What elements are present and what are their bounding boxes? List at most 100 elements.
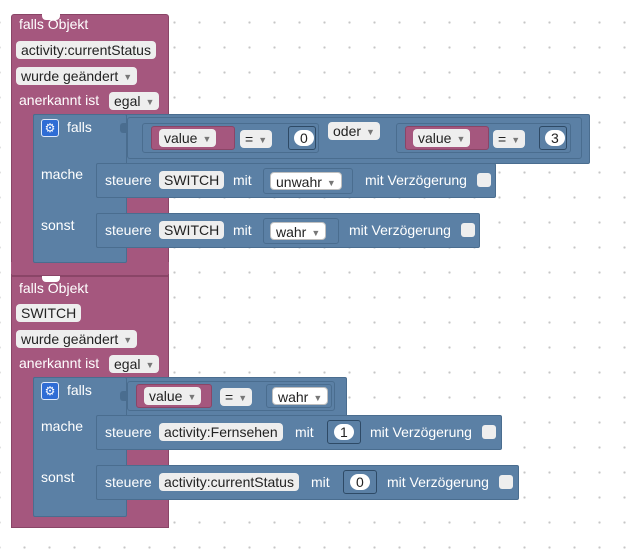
operator-dropdown[interactable]: =▼ (240, 130, 273, 148)
number-field[interactable]: 3 (545, 130, 565, 146)
chevron-down-icon: ▼ (202, 134, 212, 144)
value-dropdown[interactable]: value▼ (159, 129, 217, 147)
block-notch (42, 276, 60, 282)
ack-label: anerkannt ist (19, 355, 100, 371)
steuere-label: steuere (105, 424, 152, 440)
trigger-dropdown[interactable]: wurde geändert ▼ (16, 67, 138, 85)
trigger-dropdown[interactable]: wurde geändert ▼ (16, 330, 138, 348)
delay-label: mit Verzögerung (349, 222, 451, 238)
chevron-down-icon: ▼ (456, 134, 466, 144)
delay-checkbox[interactable] (477, 173, 491, 187)
operator-dropdown[interactable]: =▼ (220, 388, 253, 406)
control-block-else[interactable]: steuere SWITCH mit wahr▼ mit Verzögerung (96, 213, 480, 248)
control-block-then[interactable]: steuere SWITCH mit unwahr ▼ mit Verzögeru… (96, 163, 496, 198)
boolean-dropdown-label: unwahr (276, 174, 322, 190)
target-field[interactable]: SWITCH (159, 171, 225, 189)
input-connector (120, 123, 126, 133)
gear-icon[interactable]: ⚙ (41, 119, 59, 137)
number-block[interactable]: 0 (343, 470, 377, 494)
value-dropdown[interactable]: value ▼ (413, 129, 471, 147)
falls-objekt-label: falls Objekt (19, 16, 89, 32)
chevron-down-icon: ▼ (145, 360, 155, 370)
delay-checkbox[interactable] (461, 223, 475, 237)
boolean-dropdown[interactable]: wahr▼ (270, 222, 327, 240)
steuere-label: steuere (105, 172, 152, 188)
ack-dropdown[interactable]: egal ▼ (109, 355, 160, 373)
falls-objekt-label: falls Objekt (19, 280, 89, 296)
trigger-dropdown-label: wurde geändert (21, 68, 119, 84)
value-block[interactable]: value ▼ (405, 126, 489, 150)
value-dropdown-label: value (149, 388, 183, 404)
delay-label: mit Verzögerung (365, 172, 467, 188)
delay-checkbox[interactable] (482, 425, 496, 439)
trigger-dropdown-label: wurde geändert (21, 331, 119, 347)
boolean-dropdown-label: wahr (276, 224, 307, 240)
mit-label: mit (295, 424, 314, 440)
value-dropdown[interactable]: value ▼ (144, 387, 202, 405)
number-field[interactable]: 0 (350, 474, 370, 490)
target-field[interactable]: activity:Fernsehen (159, 423, 283, 441)
falls-label: falls (67, 382, 92, 398)
steuere-label: steuere (105, 222, 152, 238)
ack-dropdown-label: egal (114, 93, 141, 109)
logic-operator-label: oder (333, 123, 362, 139)
or-block[interactable]: value▼ =▼ 0 oder▼ value▼ =▼ 3 (127, 117, 582, 159)
chevron-down-icon: ▼ (123, 72, 133, 82)
target-field[interactable]: activity:currentStatus (159, 473, 299, 491)
number-block[interactable]: 0 (288, 126, 316, 150)
control-block-then[interactable]: steuere activity:Fernsehen mit 1 mit Ver… (96, 415, 502, 450)
steuere-label: steuere (105, 474, 152, 490)
operator-dropdown[interactable]: =▼ (493, 130, 526, 148)
mit-label: mit (233, 222, 252, 238)
chevron-down-icon: ▼ (187, 392, 197, 402)
chevron-down-icon: ▼ (366, 127, 375, 137)
ack-dropdown[interactable]: egal ▼ (109, 92, 160, 110)
sonst-label: sonst (41, 469, 75, 485)
value-block[interactable]: value ▼ (136, 384, 212, 408)
mache-label: mache (41, 418, 84, 434)
chevron-down-icon: ▼ (313, 393, 323, 403)
operator-label: = (245, 131, 254, 147)
chevron-down-icon: ▼ (123, 335, 133, 345)
number-block[interactable]: 1 (327, 420, 361, 444)
boolean-block[interactable]: unwahr ▼ (263, 168, 353, 194)
boolean-block[interactable]: wahr ▼ (266, 384, 332, 408)
ack-dropdown-label: egal (114, 356, 141, 372)
control-block-else[interactable]: steuere activity:currentStatus mit 0 mit… (96, 465, 519, 500)
number-block[interactable]: 3 (539, 126, 567, 150)
object-field[interactable]: activity:currentStatus (16, 41, 156, 59)
target-field[interactable]: SWITCH (159, 221, 225, 239)
operator-label: = (498, 131, 507, 147)
boolean-block[interactable]: wahr▼ (263, 218, 339, 244)
number-field[interactable]: 0 (294, 130, 314, 146)
chevron-down-icon: ▼ (258, 135, 268, 145)
logic-operator-dropdown[interactable]: oder ▼ (328, 122, 380, 140)
delay-label: mit Verzögerung (387, 474, 489, 490)
compare-block-right[interactable]: value ▼ =▼ 3 (396, 123, 571, 153)
mit-label: mit (233, 172, 252, 188)
gear-icon[interactable]: ⚙ (41, 382, 59, 400)
mit-label: mit (311, 474, 330, 490)
delay-checkbox[interactable] (499, 475, 513, 489)
sonst-label: sonst (41, 217, 75, 233)
mache-label: mache (41, 166, 84, 182)
ack-label: anerkannt ist (19, 92, 100, 108)
number-field[interactable]: 1 (334, 424, 354, 440)
chevron-down-icon: ▼ (145, 97, 155, 107)
compare-block[interactable]: value▼ =▼ wahr▼ (127, 381, 335, 411)
event-block-1-footer (11, 262, 169, 274)
boolean-dropdown[interactable]: wahr ▼ (272, 387, 329, 405)
compare-block-left[interactable]: value▼ =▼ 0 (142, 123, 319, 153)
delay-label: mit Verzögerung (370, 424, 472, 440)
block-notch (42, 14, 60, 20)
boolean-dropdown-label: wahr (278, 389, 309, 405)
falls-label: falls (67, 119, 92, 135)
boolean-dropdown[interactable]: unwahr ▼ (270, 172, 342, 190)
value-dropdown-label: value (418, 130, 452, 146)
value-block[interactable]: value▼ (151, 126, 235, 150)
object-field[interactable]: SWITCH (16, 304, 82, 322)
input-connector (120, 391, 126, 401)
chevron-down-icon: ▼ (238, 393, 248, 403)
operator-label: = (225, 389, 234, 405)
chevron-down-icon: ▼ (326, 178, 336, 188)
